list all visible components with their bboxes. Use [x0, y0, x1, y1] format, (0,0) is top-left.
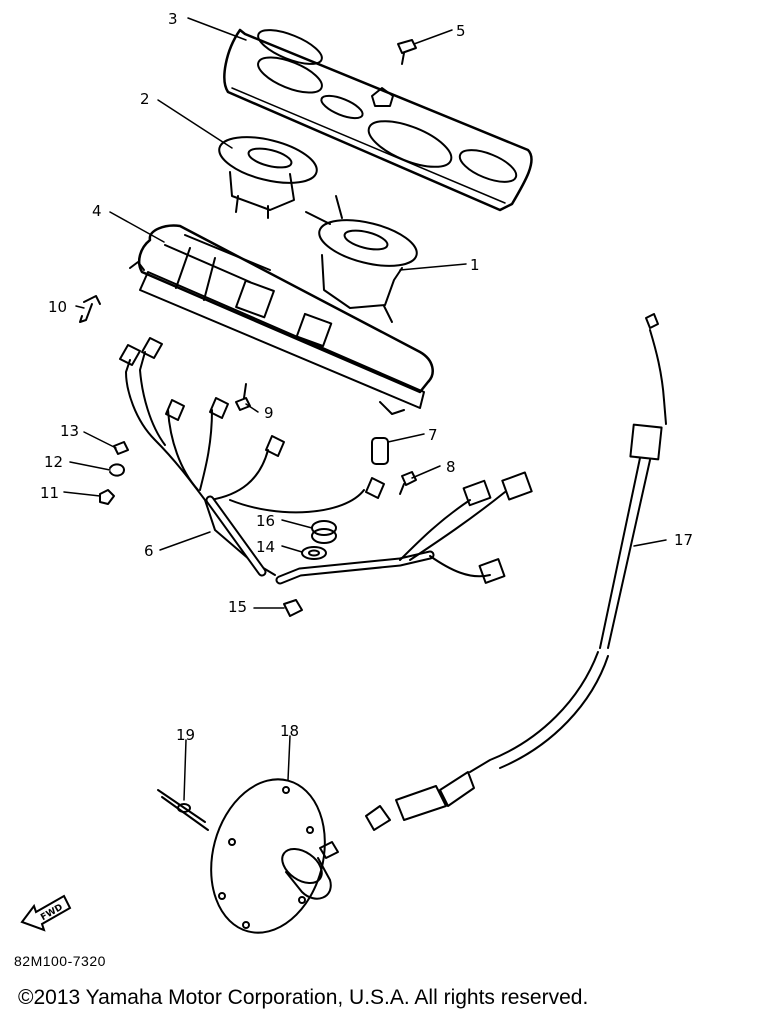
copyright-notice: ©2013 Yamaha Motor Corporation, U.S.A. A… [18, 986, 589, 1009]
callout-11: 11 [40, 484, 59, 502]
fwd-arrow-icon: FWD [20, 894, 72, 932]
drawing-code: 82M100-7320 [14, 953, 106, 969]
tachometer-unit [305, 195, 418, 323]
screw-10 [79, 295, 101, 323]
callout-3: 3 [168, 10, 178, 28]
speedometer-unit [218, 136, 318, 219]
callout-4: 4 [92, 202, 102, 220]
callout-10: 10 [48, 298, 67, 316]
callout-9: 9 [264, 404, 274, 422]
callout-13: 13 [60, 422, 79, 440]
meter-cover-panel [223, 28, 533, 212]
callout-17: 17 [674, 531, 693, 549]
callout-16: 16 [256, 512, 275, 530]
callout-18: 18 [280, 722, 299, 740]
callout-12: 12 [44, 453, 63, 471]
callout-labels: 3 5 2 4 1 10 9 7 8 13 12 11 16 14 6 15 1… [40, 10, 693, 744]
screw-5 [397, 39, 417, 65]
collar-15 [283, 599, 303, 617]
socket-7 [371, 437, 389, 465]
callout-15: 15 [228, 598, 247, 616]
washer-13 [113, 441, 129, 455]
screw-8 [399, 471, 417, 495]
washer-12 [109, 463, 125, 477]
pin-19 [157, 789, 209, 831]
callout-19: 19 [176, 726, 195, 744]
callout-6: 6 [144, 542, 154, 560]
callout-5: 5 [456, 22, 466, 40]
leader-lines [63, 17, 667, 801]
callout-7: 7 [428, 426, 438, 444]
speedometer-cable [365, 313, 667, 831]
callout-8: 8 [446, 458, 456, 476]
callout-1: 1 [470, 256, 480, 274]
callout-2: 2 [140, 90, 150, 108]
meter-case [129, 224, 434, 415]
wiring-harness [119, 337, 533, 585]
grommet-14 [301, 546, 327, 560]
callout-14: 14 [256, 538, 275, 556]
gear-plate-18 [210, 778, 339, 934]
grommet-16 [311, 520, 337, 544]
nut-11 [99, 489, 115, 505]
